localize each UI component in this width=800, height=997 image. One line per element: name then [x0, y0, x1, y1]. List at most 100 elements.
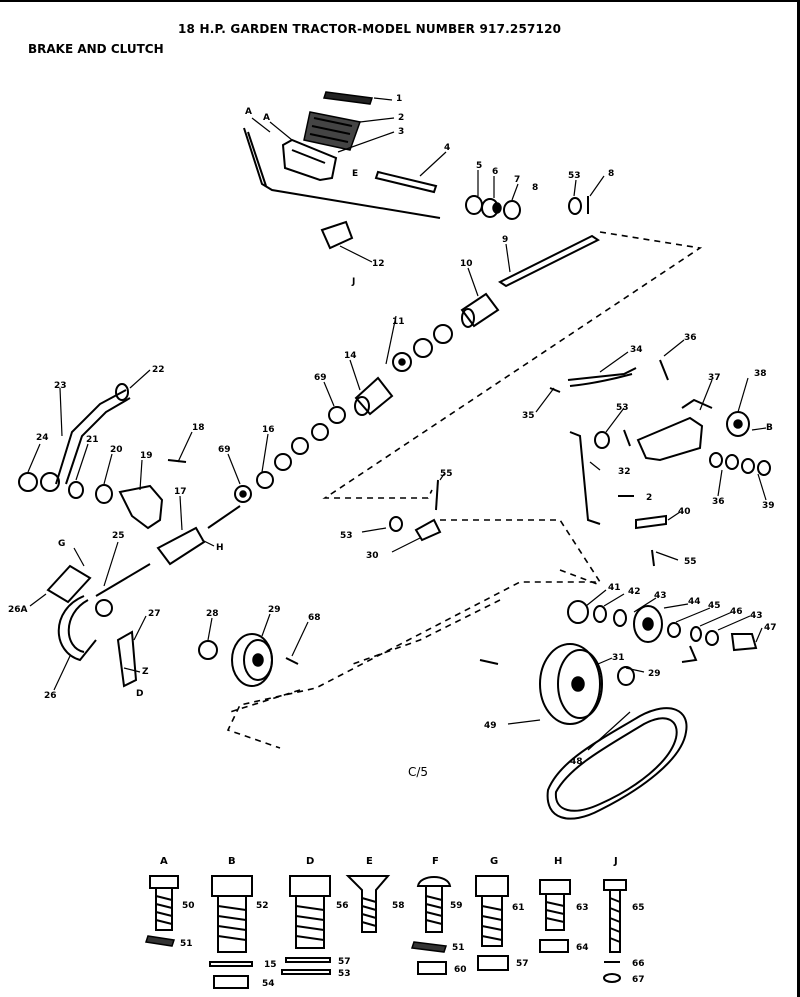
main-pulley — [479, 643, 635, 725]
hardware-extra2-B: 54 — [262, 979, 275, 989]
hardware-bolt-J: 65 — [632, 903, 645, 913]
callout-29: 29 — [268, 605, 281, 615]
callout-47: 47 — [764, 623, 777, 633]
hardware-legend: A 50 51 B 52 15 54 D — [145, 856, 645, 989]
callout-9: 9 — [502, 235, 508, 245]
callout-48: 48 — [570, 757, 583, 767]
hardware-extra1-B: 15 — [264, 960, 277, 970]
brake-pedal-assembly — [243, 91, 441, 250]
callout-G: G — [58, 539, 65, 549]
hardware-extra2-J: 67 — [632, 975, 645, 985]
callout-41: 41 — [608, 583, 621, 593]
hardware-letter-G: G — [490, 856, 498, 867]
shaft-nuts — [392, 324, 453, 372]
hardware-extra2-D: 53 — [338, 969, 351, 979]
hardware-D: D 56 57 53 — [281, 856, 351, 979]
hardware-letter-A: A — [160, 856, 168, 867]
callout-8-top: 8 — [608, 169, 614, 179]
hardware-letter-E: E — [366, 856, 373, 867]
callout-A2: A — [263, 113, 270, 123]
callout-8: 8 — [532, 183, 538, 193]
callout-20: 20 — [110, 445, 123, 455]
bushing — [460, 292, 500, 328]
chassis-outline — [226, 231, 703, 749]
callout-2: 2 — [398, 113, 404, 123]
hardware-letter-B: B — [228, 856, 236, 867]
callout-17: 17 — [174, 487, 187, 497]
callout-42: 42 — [628, 587, 641, 597]
callout-46: 46 — [730, 607, 743, 617]
callout-39: 39 — [762, 501, 775, 511]
hardware-bolt-D: 56 — [336, 901, 349, 911]
callout-25: 25 — [112, 531, 125, 541]
hardware-letter-F: F — [432, 856, 439, 867]
callout-J: J — [351, 277, 355, 287]
callout-44: 44 — [688, 597, 701, 607]
callout-2-right: 2 — [646, 493, 652, 503]
callout-H: H — [216, 543, 224, 553]
callout-E: E — [352, 169, 358, 179]
callout-49: 49 — [484, 721, 497, 731]
idler-bracket — [389, 479, 442, 542]
spacer-tube — [354, 376, 394, 416]
callout-53-right: 53 — [616, 403, 629, 413]
callout-11: 11 — [392, 317, 405, 327]
frame-border-right — [797, 0, 800, 997]
hardware-B: B 52 15 54 — [209, 856, 277, 989]
callout-36: 36 — [684, 333, 697, 343]
hardware-letter-D: D — [306, 856, 314, 867]
washer-row-top — [465, 195, 589, 220]
callout-B: B — [766, 423, 773, 433]
clutch-washers — [234, 423, 329, 503]
idler-arm-assembly — [549, 359, 771, 567]
diagram-title: 18 H.P. GARDEN TRACTOR-MODEL NUMBER 917.… — [178, 22, 562, 36]
shaft — [498, 234, 600, 288]
hardware-extra-G: 57 — [516, 959, 529, 969]
callout-29-right: 29 — [648, 669, 661, 679]
callout-Z: Z — [142, 667, 149, 677]
pin — [167, 459, 187, 463]
callout-38: 38 — [754, 369, 767, 379]
callout-19: 19 — [140, 451, 153, 461]
callout-40: 40 — [678, 507, 691, 517]
callout-28: 28 — [206, 609, 219, 619]
callout-A1: A — [245, 107, 252, 117]
hardware-extra1-D: 57 — [338, 957, 351, 967]
hardware-bolt-E: 58 — [392, 901, 405, 911]
callout-36-lower: 36 — [712, 497, 725, 507]
hardware-G: G 61 57 — [475, 856, 529, 971]
hardware-bolt-A: 50 — [182, 901, 195, 911]
brake-band-assembly — [46, 563, 151, 688]
callout-43-right: 43 — [750, 611, 763, 621]
section-subtitle: BRAKE AND CLUTCH — [28, 42, 164, 56]
callout-21: 21 — [86, 435, 99, 445]
callout-27: 27 — [148, 609, 161, 619]
callout-4: 4 — [444, 143, 450, 153]
hardware-bolt-B: 52 — [256, 901, 269, 911]
callout-43: 43 — [654, 591, 667, 601]
hardware-letter-J: J — [613, 856, 618, 867]
callout-24: 24 — [36, 433, 49, 443]
callout-31: 31 — [612, 653, 625, 663]
brake-rod — [374, 170, 438, 194]
hardware-bolt-H: 63 — [576, 903, 589, 913]
callout-34: 34 — [630, 345, 643, 355]
callout-55-right: 55 — [684, 557, 697, 567]
callout-23: 23 — [54, 381, 67, 391]
callout-18: 18 — [192, 423, 205, 433]
callout-7: 7 — [514, 175, 520, 185]
callout-45: 45 — [708, 601, 721, 611]
callout-32: 32 — [618, 467, 631, 477]
callout-D: D — [136, 689, 143, 699]
callout-12: 12 — [372, 259, 385, 269]
callout-16: 16 — [262, 425, 275, 435]
callout-69-lower: 69 — [218, 445, 231, 455]
callout-3: 3 — [398, 127, 404, 137]
clutch-arm — [156, 505, 241, 566]
callout-1: 1 — [396, 94, 402, 104]
callout-68: 68 — [308, 613, 321, 623]
callout-labels: 1 2 3 A A 4 E 5 6 7 8 53 8 J 12 9 10 11 … — [8, 94, 777, 767]
hardware-E: E 58 — [345, 856, 405, 933]
hardware-A: A 50 51 — [145, 856, 195, 949]
